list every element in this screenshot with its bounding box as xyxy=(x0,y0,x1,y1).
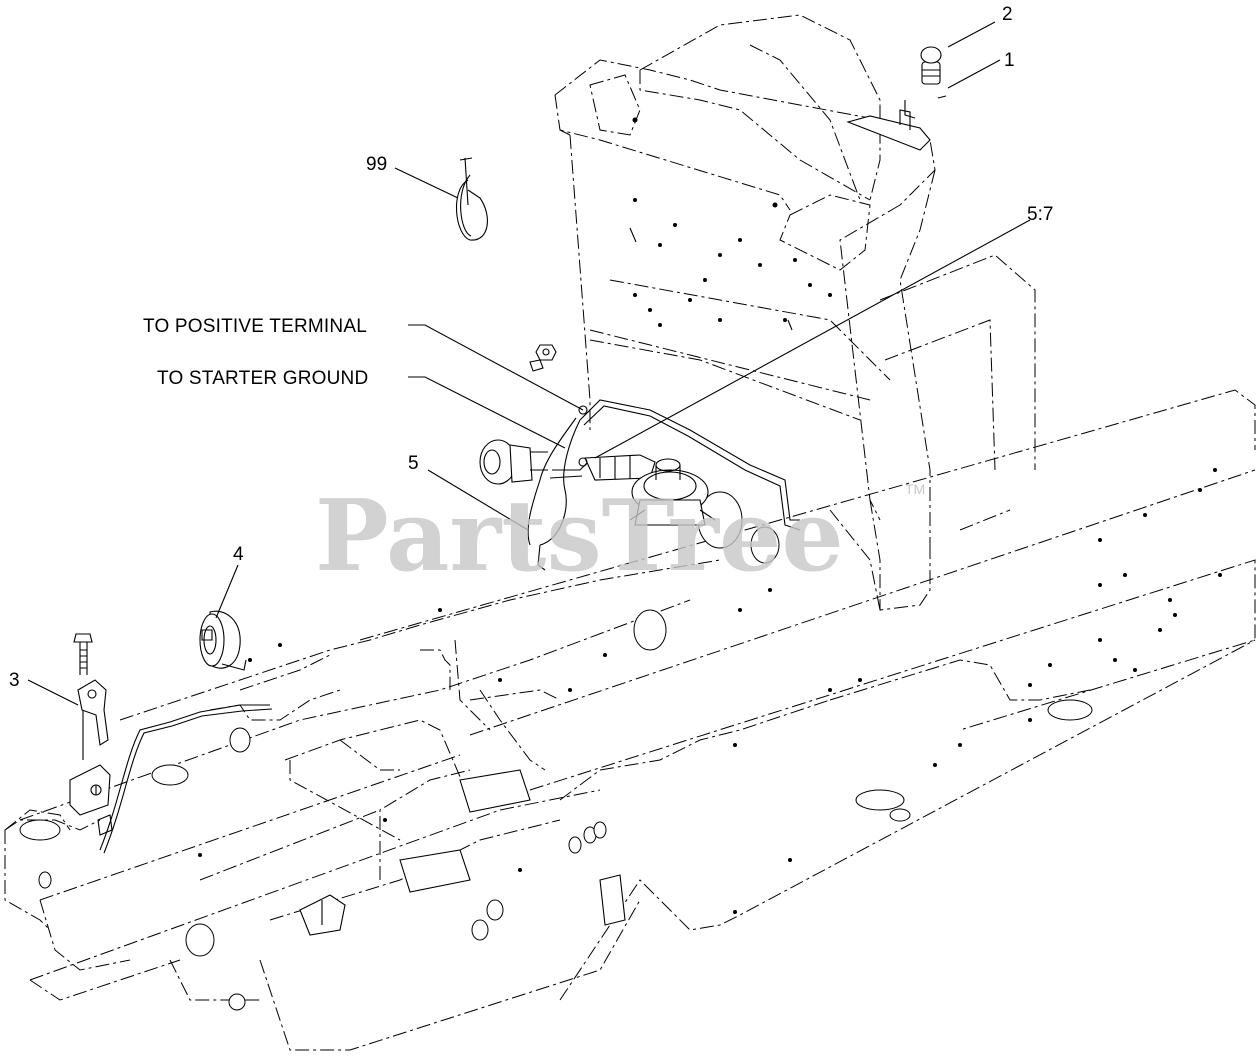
center-clutch xyxy=(629,458,716,526)
note-positive-terminal: TO POSITIVE TERMINAL xyxy=(143,316,367,337)
leader-lines xyxy=(27,21,1031,706)
upright-tower xyxy=(554,14,1036,611)
watermark: PartsTree TM xyxy=(315,479,925,594)
callout-2: 2 xyxy=(1002,4,1013,25)
fastener-nut xyxy=(529,344,557,372)
callout-99: 99 xyxy=(366,154,387,175)
cable-tie xyxy=(456,157,488,241)
mounting-bracket xyxy=(69,633,111,816)
alarm-horn xyxy=(199,610,247,671)
left-harness xyxy=(97,704,273,854)
wire-harness xyxy=(527,399,801,571)
watermark-text: PartsTree xyxy=(315,479,844,594)
note-starter-ground: TO STARTER GROUND xyxy=(157,368,368,389)
callout-4: 4 xyxy=(233,544,244,565)
watermark-trademark: TM xyxy=(905,481,925,497)
frame-rivets xyxy=(198,468,1222,914)
callout-5-7: 5:7 xyxy=(1027,204,1053,225)
frame-holes xyxy=(19,491,1093,1011)
misc-brackets xyxy=(299,769,626,936)
starter-solenoid xyxy=(479,439,548,485)
callout-labels: 2 1 99 5:7 5 4 3 xyxy=(9,4,1053,691)
callout-5: 5 xyxy=(408,453,419,474)
callout-3: 3 xyxy=(9,670,20,691)
chassis-frame xyxy=(4,389,1256,1051)
safety-switch xyxy=(846,46,947,151)
annotation-notes: TO POSITIVE TERMINAL TO STARTER GROUND xyxy=(143,316,368,389)
callout-1: 1 xyxy=(1004,50,1015,71)
